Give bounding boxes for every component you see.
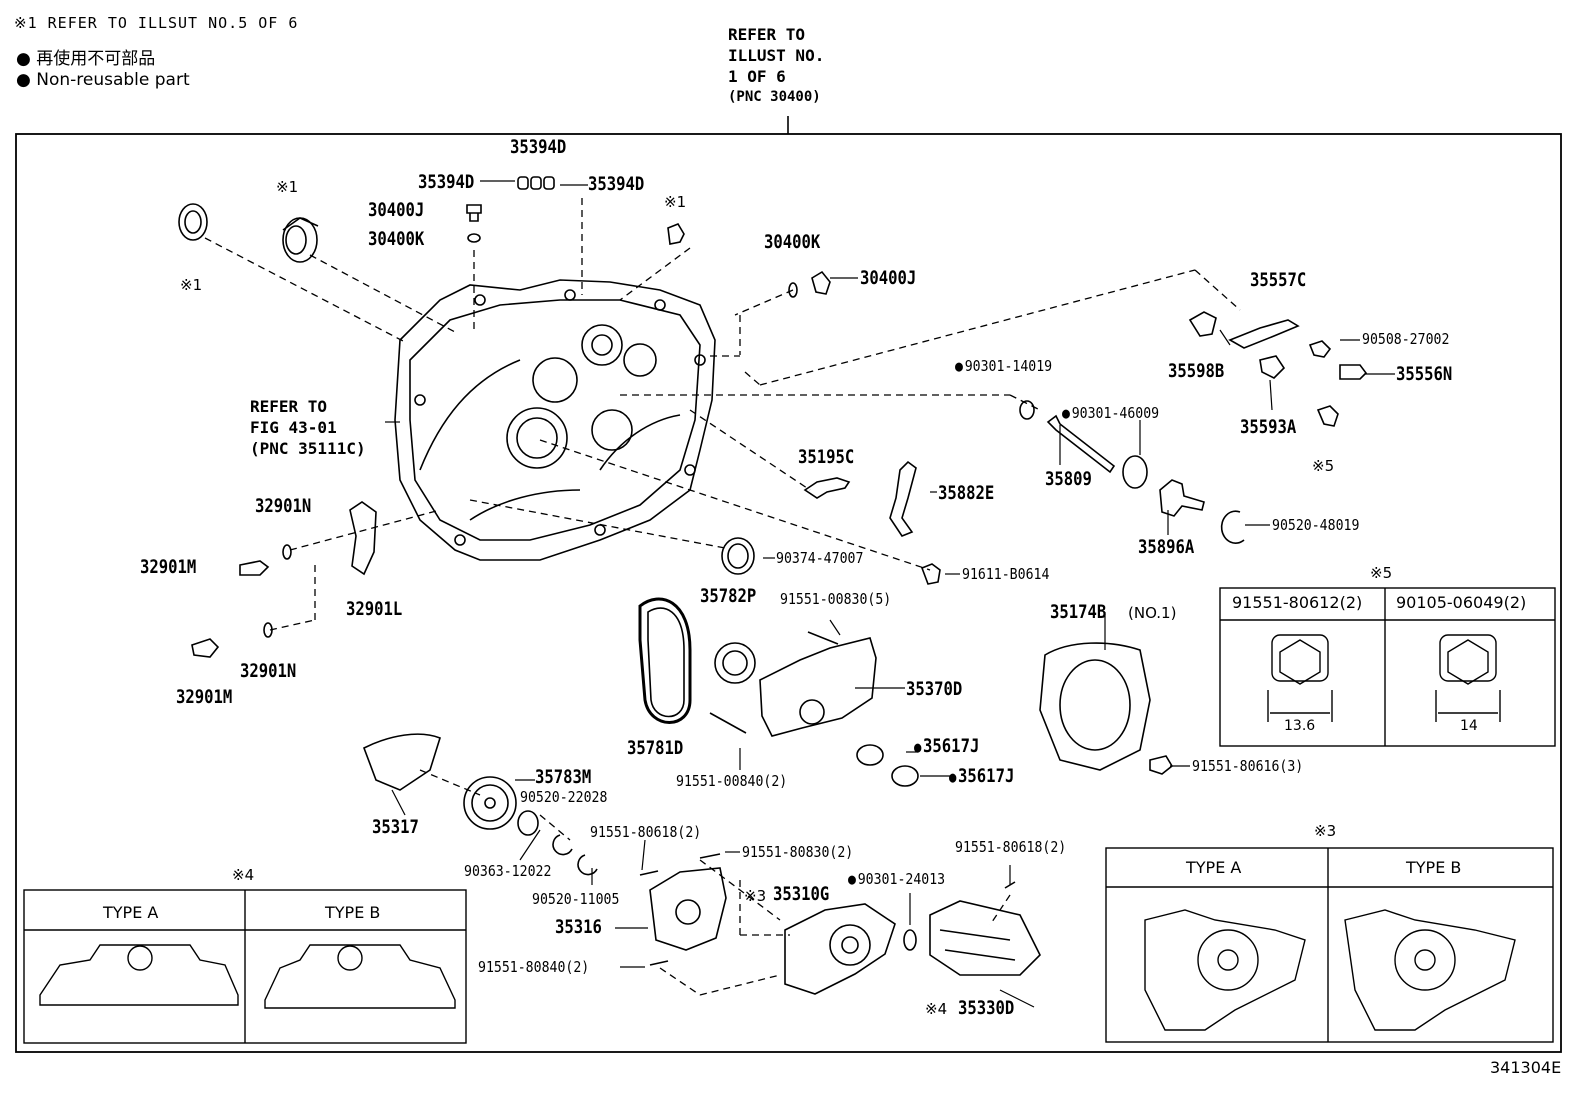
part-label[interactable]: 35783M (535, 766, 592, 788)
part-label[interactable]: 91611-B0614 (962, 565, 1050, 583)
part-label[interactable]: 30400K (368, 228, 425, 250)
part-label-suffix: (NO.1) (1128, 604, 1177, 622)
marker-label: ※1 (276, 178, 299, 196)
refer-top-line: 1 OF 6 (728, 67, 786, 86)
refer-left-line: FIG 43-01 (250, 418, 337, 437)
part-label[interactable]: 90363-12022 (464, 862, 552, 880)
refer-top-block: REFER TO ILLUST NO. 1 OF 6 (PNC 30400) (728, 24, 824, 108)
panel3-frame (1105, 847, 1554, 1043)
panel3-type-b: TYPE B (1406, 858, 1462, 877)
marker-label: ※5 (1370, 564, 1393, 582)
marker-label: ※1 (180, 276, 203, 294)
table5-dim2: 14 (1460, 718, 1478, 734)
legend-japanese: ● 再使用不可部品 (16, 49, 156, 69)
part-label-nonreusable[interactable]: 35617J (949, 765, 1014, 787)
part-label[interactable]: 35782P (700, 585, 757, 607)
part-label[interactable]: 35394D (588, 173, 645, 195)
part-label[interactable]: 30400J (368, 199, 425, 221)
panel4-type-b: TYPE B (325, 903, 381, 922)
part-label[interactable]: 90520-22028 (520, 788, 608, 806)
part-label[interactable]: 35394D (510, 136, 567, 158)
refer-top-line: (PNC 30400) (728, 89, 821, 105)
part-label[interactable]: 32901M (176, 686, 233, 708)
transaxle-case-illustration (394, 279, 716, 561)
part-label[interactable]: 35557C (1250, 269, 1307, 291)
small-part-glyphs (191, 176, 1368, 658)
panel3-type-a: TYPE A (1186, 858, 1242, 877)
part-label[interactable]: 35195C (798, 446, 855, 468)
table5-col2-header: 90105-06049(2) (1396, 593, 1527, 612)
part-label[interactable]: 35781D (627, 737, 684, 759)
part-label-nonreusable[interactable]: 35617J (914, 735, 979, 757)
part-label[interactable]: 35556N (1396, 363, 1453, 385)
header-note-1: ※1 REFER TO ILLSUT NO.5 OF 6 (14, 14, 299, 32)
part-label[interactable]: 91551-80616(3) (1192, 757, 1304, 775)
part-label-nonreusable[interactable]: 90301-46009 (1062, 404, 1159, 422)
marker-label: ※5 (1312, 457, 1335, 475)
part-label[interactable]: 90374-47007 (776, 549, 864, 567)
part-label[interactable]: 91551-80830(2) (742, 843, 854, 861)
part-label[interactable]: 32901L (346, 598, 403, 620)
part-label[interactable]: 35317 (372, 816, 419, 838)
part-label[interactable]: 32901M (140, 556, 197, 578)
marker-label: ※4 (232, 866, 255, 884)
part-label[interactable]: 32901N (255, 495, 312, 517)
part-label[interactable]: 35882E (938, 482, 995, 504)
panel4-frame (23, 889, 467, 1044)
part-label[interactable]: 35598B (1168, 360, 1225, 382)
part-label[interactable]: 35896A (1138, 536, 1195, 558)
part-label[interactable]: 90520-11005 (532, 890, 620, 908)
part-label[interactable]: 91551-00840(2) (676, 772, 788, 790)
table5-dim1: 13.6 (1284, 718, 1316, 734)
marker-label: ※4 (925, 1000, 948, 1018)
part-label[interactable]: 35174B (1050, 601, 1107, 623)
legend-english: ● Non-reusable part (16, 70, 190, 90)
part-label[interactable]: 35370D (906, 678, 963, 700)
part-label[interactable]: 30400K (764, 231, 821, 253)
part-label[interactable]: 90520-48019 (1272, 516, 1360, 534)
refer-left-line: REFER TO (250, 397, 328, 416)
oil-pump-drive-illustrations (362, 597, 1174, 995)
refer-top-line: REFER TO (728, 25, 806, 44)
part-label[interactable]: 35330D (958, 997, 1015, 1019)
refer-left-line: (PNC 35111C) (250, 439, 366, 458)
marker-label: ※1 (664, 193, 687, 211)
solid-leaders (385, 180, 1395, 1008)
table5-frame (1219, 587, 1556, 747)
part-label-nonreusable[interactable]: 90301-14019 (955, 357, 1052, 375)
table5-col1-header: 91551-80612(2) (1232, 593, 1363, 612)
part-label[interactable]: 30400J (860, 267, 917, 289)
part-label[interactable]: 35316 (555, 916, 602, 938)
illustration-code: 341304E (1490, 1058, 1562, 1077)
dashed-leaders (204, 198, 1241, 996)
part-label[interactable]: 35310G (773, 883, 830, 905)
part-label[interactable]: 91551-80618(2) (590, 823, 702, 841)
refer-left-block: REFER TO FIG 43-01 (PNC 35111C) (250, 396, 366, 459)
panel4-type-a: TYPE A (103, 903, 159, 922)
oil-seal-illustrations (178, 203, 319, 263)
part-label[interactable]: 91551-80840(2) (478, 958, 590, 976)
part-label[interactable]: 32901N (240, 660, 297, 682)
refer-top-line: ILLUST NO. (728, 46, 825, 65)
part-label[interactable]: 35394D (418, 171, 475, 193)
part-label[interactable]: 90508-27002 (1362, 330, 1450, 348)
part-label[interactable]: 91551-80618(2) (955, 838, 1067, 856)
part-label[interactable]: 35593A (1240, 416, 1297, 438)
marker-label: ※3 (1314, 822, 1337, 840)
part-label[interactable]: 35809 (1045, 468, 1092, 490)
marker-label: ※3 (744, 887, 767, 905)
part-label[interactable]: 91551-00830(5) (780, 590, 892, 608)
part-label-nonreusable[interactable]: 90301-24013 (848, 870, 945, 888)
